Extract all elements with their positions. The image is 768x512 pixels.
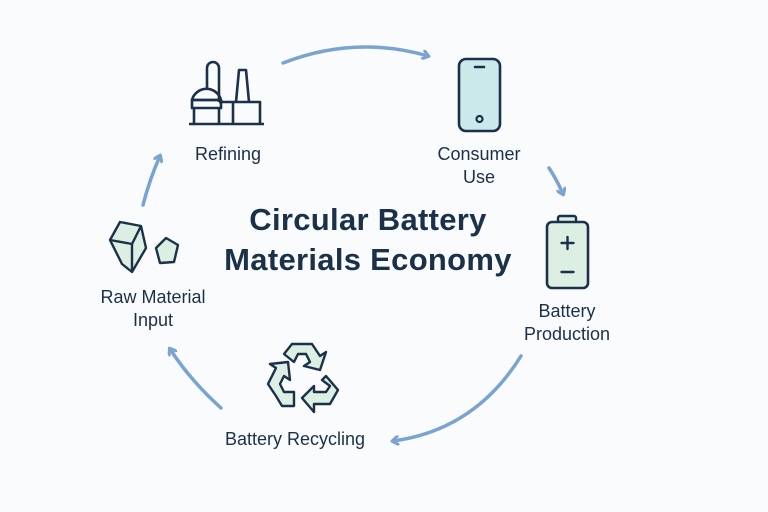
title-line-2: Materials Economy [224, 242, 512, 277]
title-line-1: Circular Battery [249, 202, 487, 237]
arrow-consumer-to-production [547, 166, 563, 194]
arrow-recycling-to-raw [170, 349, 223, 410]
diagram-title: Circular Battery Materials Economy [224, 200, 512, 280]
arrow-production-to-recycling [393, 354, 523, 441]
stage-label-raw-material-input: Raw Material Input [100, 286, 205, 332]
stage-label-battery-recycling: Battery Recycling [224, 429, 366, 449]
battery-icon [545, 214, 590, 290]
arrow-raw-to-refining [141, 156, 160, 207]
smartphone-icon [457, 57, 502, 133]
factory-icon [189, 60, 264, 126]
label-line: Battery [538, 301, 596, 321]
stage-label-refining: Refining [194, 144, 262, 164]
arrow-refining-to-consumer [281, 45, 428, 65]
recycle-icon [266, 342, 340, 414]
label-line: Input [132, 310, 174, 330]
stage-label-battery-production: Battery Production [524, 300, 610, 346]
label-line: Raw Material [100, 287, 206, 307]
label-line: Use [462, 167, 495, 187]
stage-label-consumer-use: Consumer Use [437, 143, 520, 189]
label-line: Consumer [437, 144, 521, 164]
label-line: Production [523, 324, 611, 344]
minerals-icon [108, 220, 180, 274]
